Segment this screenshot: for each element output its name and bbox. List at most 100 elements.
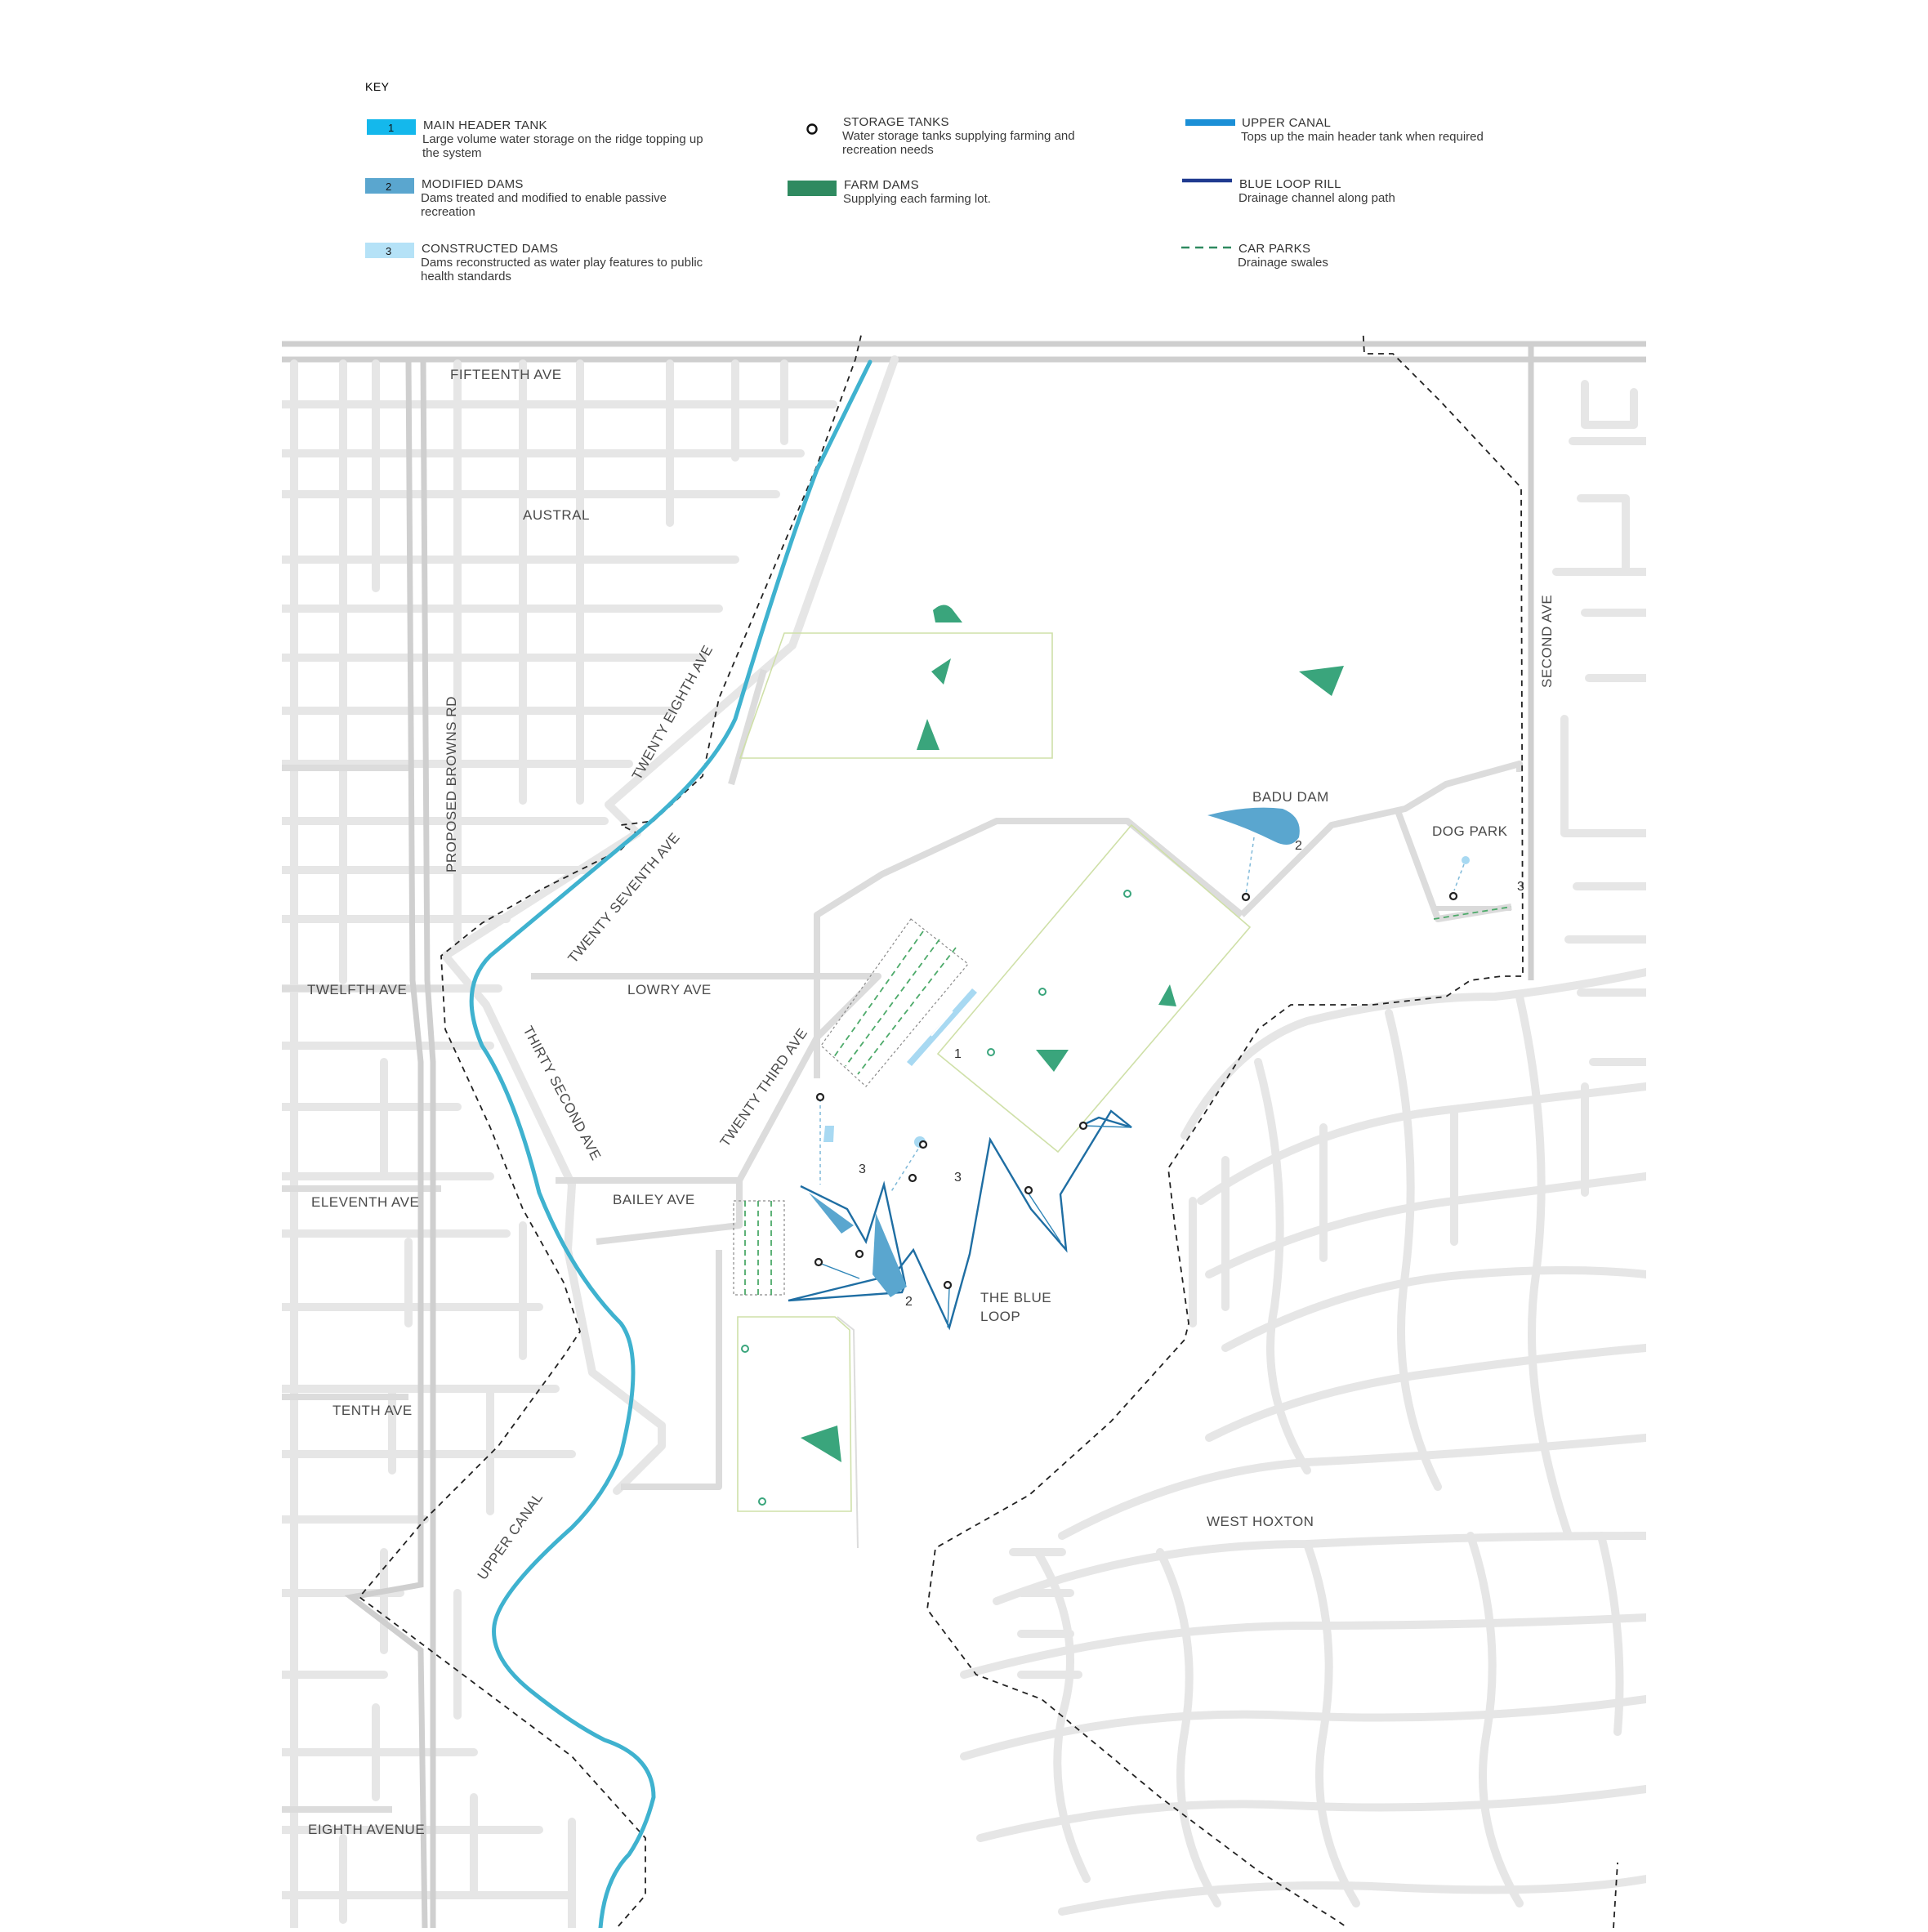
modified-dam-shape xyxy=(873,1213,907,1297)
farm-dams-heading: FARM DAMS xyxy=(844,178,919,192)
marker-2-loop: 2 xyxy=(905,1295,913,1309)
blue-loop-link xyxy=(947,1287,950,1328)
label-west-hoxton: WEST HOXTON xyxy=(1207,1514,1314,1529)
blue-loop-link xyxy=(1082,1125,1132,1128)
constructed-dams-desc: Dams reconstructed as water play feature… xyxy=(421,256,703,283)
central-roads xyxy=(441,355,1523,1495)
storage-tanks xyxy=(741,890,1131,1506)
storage-tank-icon xyxy=(806,123,818,135)
badu-dam-link xyxy=(1245,837,1255,895)
farm-lot-south xyxy=(737,1316,852,1512)
label-fifteenth-ave: FIFTEENTH AVE xyxy=(450,367,562,382)
marker-3-b: 3 xyxy=(954,1171,962,1185)
storage-tank-icon xyxy=(814,1257,823,1267)
upper-canal-desc: Tops up the main header tank when requir… xyxy=(1241,130,1484,144)
farm-dams-swatch xyxy=(788,181,837,196)
label-badu-dam: BADU DAM xyxy=(1252,789,1329,805)
upper-canal-heading: UPPER CANAL xyxy=(1242,116,1331,130)
main-header-tank-divider xyxy=(931,1011,953,1037)
farm-lot-south-track xyxy=(837,1316,859,1549)
farm-dam-icon xyxy=(917,719,939,750)
storage-tank-icon xyxy=(1241,892,1251,902)
label-proposed-browns-rd: PROPOSED BROWNS RD xyxy=(444,696,459,872)
dog-park-carpark xyxy=(1433,906,1512,920)
blue-loop-rill-heading: BLUE LOOP RILL xyxy=(1239,177,1341,191)
storage-tank-icon xyxy=(815,1092,825,1102)
farm-dam-icon xyxy=(801,1426,841,1462)
project-boundary-se xyxy=(1613,1862,1618,1928)
storage-tank-icon xyxy=(908,1173,917,1183)
storage-tank-icon xyxy=(987,1048,995,1056)
label-second-ave: SECOND AVE xyxy=(1539,595,1555,688)
storage-tank-icon xyxy=(1024,1185,1033,1195)
main-header-tank-desc: Large volume water storage on the ridge … xyxy=(422,132,703,160)
car-parks-desc: Drainage swales xyxy=(1238,256,1328,270)
storage-tank-icon xyxy=(1038,988,1047,996)
upper-canal-line xyxy=(469,359,873,1928)
legend: KEY 1 MAIN HEADER TANK Large volume wate… xyxy=(365,80,1484,283)
label-loop: LOOP xyxy=(980,1309,1020,1324)
constructed-dam-shape xyxy=(823,1126,834,1142)
storage-tank-icon xyxy=(1448,891,1458,901)
car-parks-heading: CAR PARKS xyxy=(1238,242,1310,256)
dog-park-link xyxy=(1453,863,1465,891)
label-upper-canal: UPPER CANAL xyxy=(475,1490,547,1583)
storage-tank-icon xyxy=(943,1280,953,1290)
blue-loop-rill-desc: Drainage channel along path xyxy=(1238,191,1395,205)
storage-tanks-heading: STORAGE TANKS xyxy=(843,115,949,129)
storage-tank-icon xyxy=(1123,890,1131,898)
constructed-dams-swatch xyxy=(365,243,414,258)
label-eighth-avenue: EIGHTH AVENUE xyxy=(308,1822,425,1837)
project-boundary-west xyxy=(358,335,863,1928)
marker-1: 1 xyxy=(954,1047,962,1061)
water-link xyxy=(890,1143,922,1194)
austral-street-grid xyxy=(282,359,837,1928)
main-header-tank-shape xyxy=(907,988,977,1066)
main-header-tank-swatch xyxy=(367,119,416,135)
badu-dam-shape xyxy=(1207,807,1300,845)
constructed-dams-heading: CONSTRUCTED DAMS xyxy=(422,242,558,256)
constructed-dams-badge: 3 xyxy=(386,245,391,257)
label-bailey-ave: BAILEY AVE xyxy=(613,1192,695,1207)
label-twelfth-ave: TWELFTH AVE xyxy=(307,982,407,997)
map-labels: FIFTEENTH AVE AUSTRAL PROPOSED BROWNS RD… xyxy=(307,367,1555,1837)
farm-dam-icon xyxy=(1158,984,1176,1006)
label-tenth-ave: TENTH AVE xyxy=(332,1403,413,1418)
dog-park-water-play xyxy=(1462,856,1470,864)
blue-loop-rill xyxy=(788,1109,1132,1331)
storage-tank-icon xyxy=(855,1249,864,1259)
project-boundary-east xyxy=(926,335,1524,1928)
modified-dams-badge: 2 xyxy=(386,181,391,193)
label-twenty-seventh-ave: TWENTY SEVENTH AVE xyxy=(565,830,683,966)
blue-loop-link xyxy=(816,1261,860,1279)
modified-dams-swatch xyxy=(365,178,414,194)
storage-tank-icon xyxy=(1078,1121,1088,1131)
map-body: 1 2 2 3 3 3 FIFTEENTH AVE AUSTRAL PROPOS… xyxy=(282,335,1646,1928)
farm-lot-central xyxy=(936,823,1252,1153)
marker-3-dogpark: 3 xyxy=(1517,880,1524,894)
farm-dam-icon xyxy=(931,658,951,685)
farm-dams xyxy=(801,605,1344,1462)
main-header-tank-badge: 1 xyxy=(388,122,394,134)
main-header-tank-heading: MAIN HEADER TANK xyxy=(423,118,547,132)
legend-title: KEY xyxy=(365,80,390,93)
blue-loop-link xyxy=(1026,1190,1061,1243)
label-austral: AUSTRAL xyxy=(523,507,590,523)
storage-tank-icon xyxy=(741,1345,749,1353)
farm-dams-desc: Supplying each farming lot. xyxy=(843,192,991,206)
marker-3-a: 3 xyxy=(859,1162,866,1176)
browns-rd-right xyxy=(420,359,436,1928)
modified-dams-desc: Dams treated and modified to enable pass… xyxy=(421,191,667,219)
label-eleventh-ave: ELEVENTH AVE xyxy=(311,1194,419,1210)
label-dog-park: DOG PARK xyxy=(1432,823,1508,839)
farm-dam-icon xyxy=(1036,1050,1069,1072)
storage-tanks-desc: Water storage tanks supplying farming an… xyxy=(842,129,1075,157)
farm-lot-north xyxy=(739,632,1053,759)
label-the-blue: THE BLUE xyxy=(980,1290,1051,1305)
label-lowry-ave: LOWRY AVE xyxy=(627,982,712,997)
modified-dams-heading: MODIFIED DAMS xyxy=(422,177,524,191)
right-street-grid xyxy=(960,343,1646,1916)
storage-tank-icon xyxy=(918,1140,928,1149)
browns-rd-left xyxy=(344,359,428,1928)
